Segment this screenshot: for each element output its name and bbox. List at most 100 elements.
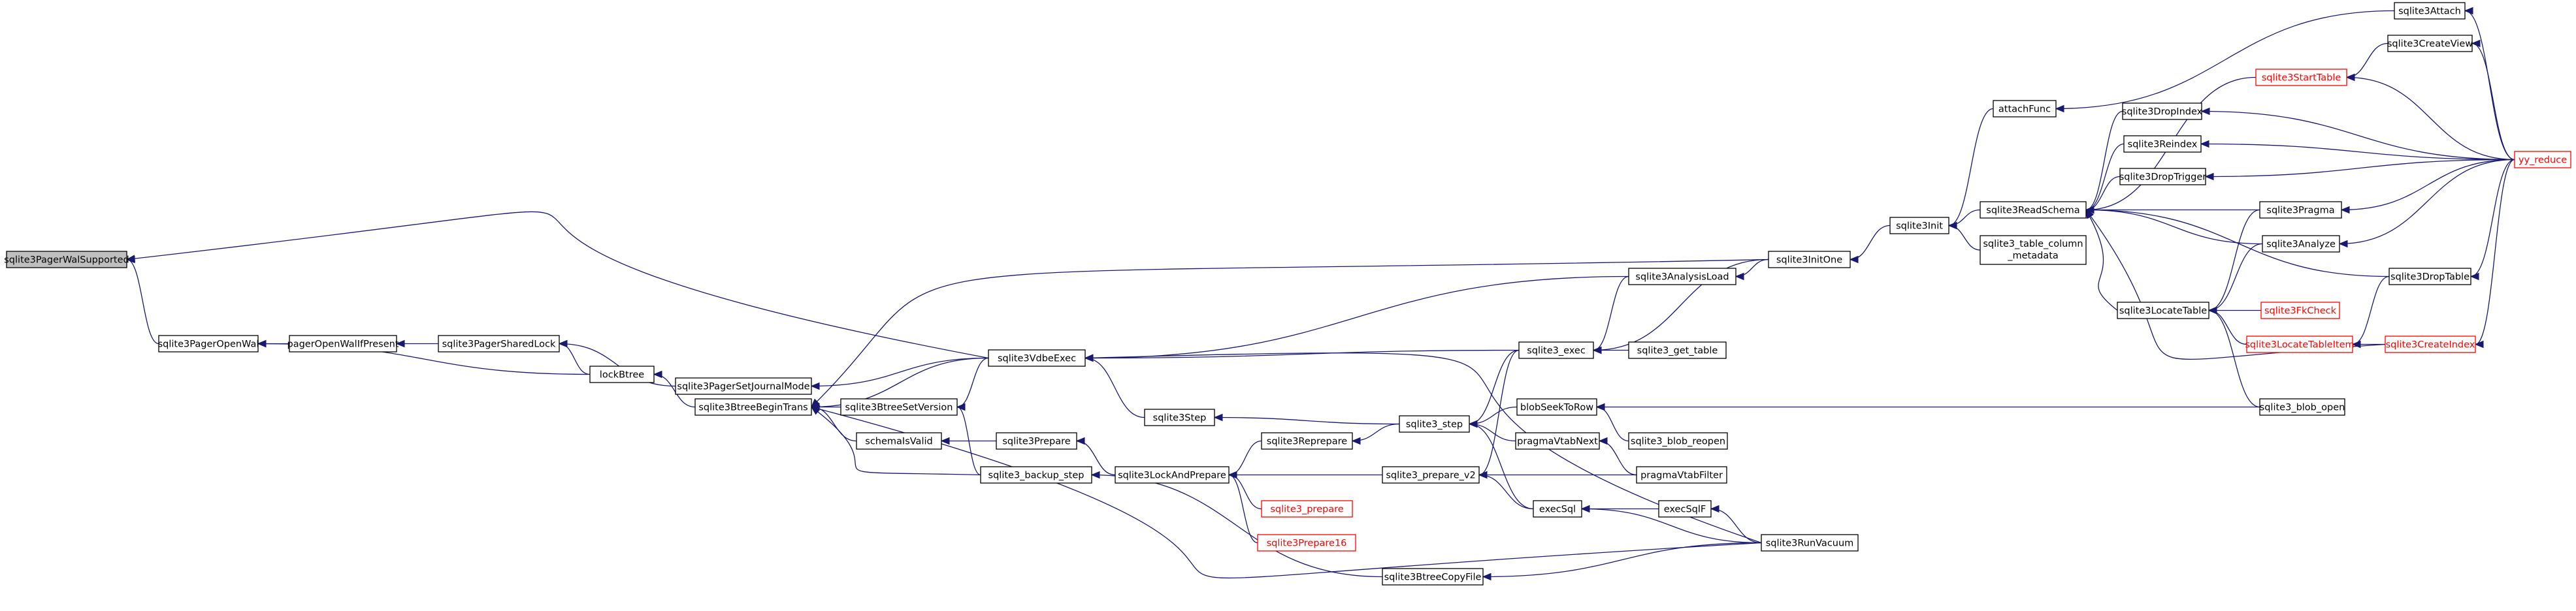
node-init[interactable]: sqlite3Init	[1889, 217, 1949, 234]
node-locatetable[interactable]: sqlite3LocateTable	[2117, 302, 2209, 319]
node-step[interactable]: sqlite3_step	[1399, 415, 1470, 433]
node-attach[interactable]: sqlite3Attach	[2394, 2, 2466, 20]
arrowhead-sharedlock	[558, 339, 568, 348]
edge-createindex-to-readschema	[2085, 210, 2386, 360]
node-analysisload[interactable]: sqlite3AnalysisLoad	[1628, 268, 1736, 285]
edge-prepare_-to-lockandprepare	[1228, 474, 1262, 510]
edge-initone-to-exec	[1593, 258, 1769, 351]
node-blobseektorow[interactable]: blobSeekToRow	[1516, 398, 1597, 416]
edge-vdbeexec-to-btreesetversion	[956, 357, 989, 408]
node-lockandprepare[interactable]: sqlite3LockAndPrepare	[1115, 466, 1230, 484]
edge-pragma-to-locatetable	[2208, 209, 2260, 311]
node-reprepare[interactable]: sqlite3Reprepare	[1261, 432, 1353, 450]
node-label: sqlite3VdbeExec	[998, 354, 1076, 364]
edge-analyze-to-readschema	[2085, 209, 2263, 245]
node-createview[interactable]: sqlite3CreateView	[2387, 35, 2473, 52]
node-execsql[interactable]: execSql	[1533, 500, 1582, 518]
node-label: pragmaVtabFilter	[1640, 471, 1723, 481]
node-prepare16[interactable]: sqlite3Prepare16	[1257, 534, 1356, 552]
edge-execsql-to-preparev2	[1478, 474, 1534, 510]
graph-edges	[125, 7, 2515, 581]
node-box	[589, 366, 655, 383]
edge-droptable-to-readschema	[2085, 209, 2390, 277]
node-label: sqlite3_step	[1406, 420, 1463, 430]
node-preparev2[interactable]: sqlite3_prepare_v2	[1382, 466, 1480, 484]
node-box	[1518, 341, 1594, 359]
edge-yyreduce-to-droptable	[2470, 159, 2515, 277]
node-box	[2255, 69, 2347, 86]
node-fkcheck[interactable]: sqlite3FkCheck	[2260, 302, 2340, 319]
arrowhead-blobseektorow	[1595, 403, 1605, 411]
node-box	[996, 432, 1077, 450]
node-label: sqlite3PagerOpenWal	[158, 339, 259, 350]
node-starttable[interactable]: sqlite3StartTable	[2255, 69, 2347, 86]
node-label: sqlite3Reindex	[2128, 140, 2198, 150]
node-label: sqlite3BtreeSetVersion	[845, 403, 953, 413]
arrowhead-readschema	[2085, 209, 2095, 219]
node-attachfunc[interactable]: attachFunc	[1993, 100, 2057, 118]
node-btreesetversion[interactable]: sqlite3BtreeSetVersion	[840, 398, 958, 416]
node-label: sqlite3_backup_step	[988, 471, 1084, 481]
arrowhead-droptable	[2470, 272, 2479, 281]
node-tablecolumnmetadata[interactable]: sqlite3_table_column_metadata	[1980, 235, 2087, 265]
node-sqlite3step[interactable]: sqlite3Step	[1144, 409, 1215, 426]
node-label: sqlite3Prepare16	[1267, 539, 1347, 549]
arrowhead-starttable	[2345, 73, 2355, 82]
node-runvacuum[interactable]: sqlite3RunVacuum	[1761, 534, 1859, 552]
node-walsupported[interactable]: sqlite3PagerWalSupported	[4, 251, 129, 268]
node-pragmavtabfilter[interactable]: pragmaVtabFilter	[1636, 466, 1727, 484]
node-label: execSql	[1539, 505, 1576, 515]
node-label: sqlite3Attach	[2398, 7, 2461, 17]
node-backupstep[interactable]: sqlite3_backup_step	[980, 466, 1092, 484]
edge-yyreduce-to-createindex	[2475, 159, 2515, 345]
node-box	[1382, 466, 1480, 484]
node-lockbtree[interactable]: lockBtree	[589, 366, 655, 383]
edge-yyreduce-to-createview	[2471, 42, 2515, 161]
node-sharedlock[interactable]: sqlite3PagerSharedLock	[438, 335, 560, 352]
node-label: sqlite3LockAndPrepare	[1118, 471, 1226, 481]
node-openwal[interactable]: sqlite3PagerOpenWal	[158, 335, 259, 352]
node-blobopen[interactable]: sqlite3_blob_open	[2259, 398, 2345, 416]
node-blobreopen[interactable]: sqlite3_blob_reopen	[1628, 432, 1728, 450]
node-analyze[interactable]: sqlite3Analyze	[2262, 235, 2340, 253]
node-dropindex[interactable]: sqlite3DropIndex	[2122, 102, 2203, 120]
node-box	[1382, 568, 1484, 586]
node-setjournalmode[interactable]: sqlite3PagerSetJournalMode	[675, 377, 812, 395]
node-box	[1261, 432, 1353, 450]
node-locatetableitem[interactable]: sqlite3LocateTableItem	[2245, 336, 2355, 353]
edge-yyreduce-to-reindex	[2200, 143, 2515, 161]
node-droptable[interactable]: sqlite3DropTable	[2389, 268, 2471, 285]
node-reindex[interactable]: sqlite3Reindex	[2123, 135, 2202, 153]
node-gettable[interactable]: sqlite3_get_table	[1628, 341, 1727, 359]
node-btreebegintrans[interactable]: sqlite3BtreeBeginTrans	[694, 398, 812, 416]
node-box	[1889, 217, 1949, 234]
node-exec[interactable]: sqlite3_exec	[1518, 341, 1594, 359]
node-schemaisvalid[interactable]: schemaIsValid	[856, 432, 942, 450]
node-vdbeexec[interactable]: sqlite3VdbeExec	[988, 349, 1086, 367]
node-label: pagerOpenWalIfPresent	[287, 339, 399, 350]
node-label: sqlite3RunVacuum	[1766, 539, 1854, 549]
node-pragmavtabnext[interactable]: pragmaVtabNext	[1515, 432, 1600, 450]
edge-initone-to-analysisload	[1735, 258, 1769, 277]
node-createindex[interactable]: sqlite3CreateIndex	[2385, 336, 2476, 353]
edge-exec-to-vdbeexec	[1084, 349, 1520, 359]
arrowhead-pragma	[2340, 206, 2350, 214]
node-prepare_[interactable]: sqlite3_prepare	[1261, 500, 1353, 518]
node-label-line2: _metadata	[2007, 251, 2059, 261]
node-openwalifpresent[interactable]: pagerOpenWalIfPresent	[287, 335, 399, 352]
node-yyreduce[interactable]: yy_reduce	[2514, 151, 2571, 168]
arrowhead-analysisload	[1735, 272, 1744, 281]
node-readschema[interactable]: sqlite3ReadSchema	[1980, 201, 2087, 219]
node-pragma[interactable]: sqlite3Pragma	[2259, 201, 2342, 219]
node-box	[1628, 341, 1727, 359]
node-btreecopyfile[interactable]: sqlite3BtreeCopyFile	[1382, 568, 1484, 586]
node-label: attachFunc	[1998, 104, 2051, 115]
arrowhead-pragmavtabnext	[1598, 437, 1608, 445]
arrowhead-sqlite3step	[1213, 413, 1223, 422]
edge-reprepare-to-lockandprepare	[1228, 440, 1262, 476]
node-execsqlf[interactable]: execSqlF	[1658, 500, 1712, 518]
node-droptrigger[interactable]: sqlite3DropTrigger	[2119, 168, 2207, 185]
edge-locatetableitem-to-locatetable	[2208, 309, 2247, 345]
node-prepare[interactable]: sqlite3Prepare	[996, 432, 1077, 450]
node-initone[interactable]: sqlite3InitOne	[1768, 251, 1851, 268]
